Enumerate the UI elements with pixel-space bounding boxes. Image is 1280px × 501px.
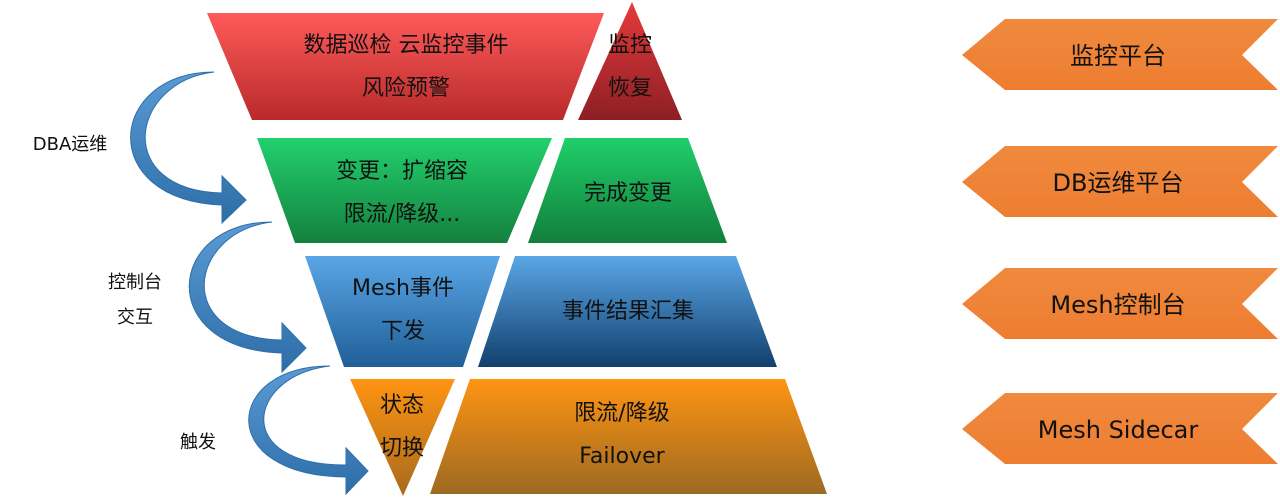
tier-4-right-shape <box>430 379 827 494</box>
tier-1-right-shape <box>578 2 682 120</box>
platform-4-label: Mesh Sidecar <box>1038 416 1199 444</box>
platform-1-chevron <box>962 19 1278 90</box>
platform-1-label: 监控平台 <box>1070 42 1166 70</box>
side-label-dba: DBA运维 <box>33 134 108 155</box>
platform-2: DB运维平台 <box>962 146 1278 217</box>
platform-2-chevron <box>962 146 1278 217</box>
curved-arrow-3 <box>248 365 369 496</box>
side-labels: DBA运维 控制台 交互 触发 <box>33 134 216 453</box>
tier-4-left-shape <box>350 379 455 496</box>
platform-2-label: DB运维平台 <box>1053 169 1184 197</box>
tier-2-left-line-2: 限流/降级... <box>344 202 460 227</box>
tier-4-left-line-1: 状态 <box>380 393 424 418</box>
tier-1: 数据巡检 云监控事件 风险预警 监控 恢复 <box>207 2 682 120</box>
side-label-console-line-1: 控制台 <box>108 272 162 293</box>
tier-4-right-line-1: 限流/降级 <box>574 401 669 426</box>
tier-3-left-line-1: Mesh事件 <box>352 276 454 301</box>
tier-4-right-line-2: Failover <box>579 444 665 469</box>
platform-3-label: Mesh控制台 <box>1050 291 1185 319</box>
tier-4: 状态 切换 限流/降级 Failover <box>350 379 827 496</box>
tier-2-right-shape <box>528 138 727 243</box>
tier-2-left-line-1: 变更：扩缩容 <box>336 159 468 184</box>
platform-4-chevron <box>962 393 1278 464</box>
platform-3-chevron <box>962 268 1278 339</box>
tier-3-right-line-1: 事件结果汇集 <box>562 299 694 324</box>
tier-3: Mesh事件 下发 事件结果汇集 <box>305 256 777 367</box>
tier-1-left-line-2: 风险预警 <box>362 76 450 101</box>
tier-2-right-line-1: 完成变更 <box>584 181 672 206</box>
tier-2: 变更：扩缩容 限流/降级... 完成变更 <box>257 138 727 243</box>
tier-1-right-line-2: 恢复 <box>608 76 652 101</box>
tier-1-left-shape <box>207 13 604 120</box>
curved-arrow-1 <box>130 71 247 225</box>
tier-1-right-line-1: 监控 <box>608 33 652 58</box>
curved-arrow-2 <box>188 221 307 374</box>
flow-arrows <box>130 71 369 496</box>
tier-4-left-line-2: 切换 <box>380 436 424 461</box>
side-label-trigger: 触发 <box>180 432 216 453</box>
tier-3-right-shape <box>478 256 777 367</box>
tier-3-left-shape <box>305 256 500 367</box>
platform-1: 监控平台 <box>962 19 1278 90</box>
platform-3: Mesh控制台 <box>962 268 1278 339</box>
tier-2-left-shape <box>257 138 552 243</box>
tier-3-left-line-2: 下发 <box>381 319 425 344</box>
side-label-console-line-2: 交互 <box>117 307 153 328</box>
platform-4: Mesh Sidecar <box>962 393 1278 464</box>
tier-1-left-line-1: 数据巡检 云监控事件 <box>304 33 509 58</box>
